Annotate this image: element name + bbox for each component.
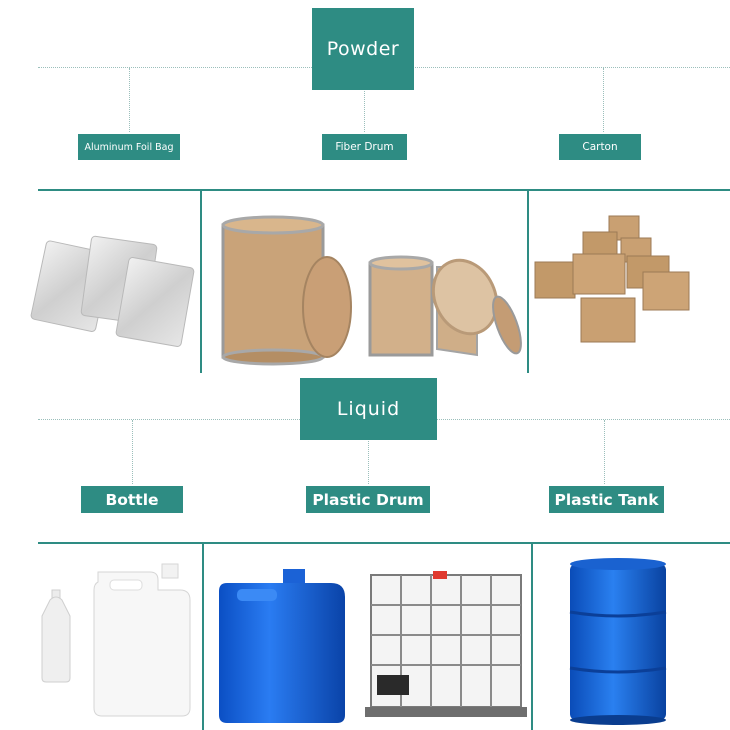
liquid-item-label: Plastic Tank: [554, 490, 659, 509]
liquid-title-box: Liquid: [300, 378, 437, 440]
liquid-item-label: Plastic Drum: [312, 490, 424, 509]
liquid-connector-center: [368, 441, 369, 484]
carton-image: [534, 215, 690, 343]
plastic-tank-image: [569, 558, 667, 725]
fiber-drum-image: [221, 215, 522, 366]
powder-frame-top: [38, 189, 730, 191]
powder-frame-divider-2: [527, 189, 529, 373]
powder-title: Powder: [326, 38, 400, 60]
liquid-connector-left: [132, 420, 133, 484]
liquid-title: Liquid: [336, 398, 401, 420]
liquid-item-plastic-tank: Plastic Tank: [549, 486, 664, 513]
liquid-item-bottle: Bottle: [81, 486, 183, 513]
bottle-image: [41, 563, 191, 717]
aluminum-foil-bag-image: [30, 235, 195, 347]
powder-connector-right: [603, 68, 604, 132]
powder-connector-center: [364, 91, 365, 132]
powder-frame-divider-1: [200, 189, 202, 373]
powder-connector-left: [129, 68, 130, 132]
liquid-frame-top: [38, 542, 730, 544]
liquid-frame-divider-2: [531, 542, 533, 730]
powder-item-fiber-drum: Fiber Drum: [322, 134, 407, 160]
powder-item-label: Carton: [582, 141, 618, 153]
powder-item-label: Aluminum Foil Bag: [84, 141, 174, 153]
powder-title-box: Powder: [312, 8, 414, 90]
powder-item-label: Fiber Drum: [335, 141, 394, 153]
powder-item-aluminum-foil-bag: Aluminum Foil Bag: [78, 134, 180, 160]
liquid-connector-right: [604, 420, 605, 484]
liquid-item-plastic-drum: Plastic Drum: [306, 486, 430, 513]
liquid-frame-divider-1: [202, 542, 204, 730]
powder-item-carton: Carton: [559, 134, 641, 160]
liquid-item-label: Bottle: [105, 490, 159, 509]
plastic-drum-image: [219, 569, 527, 723]
